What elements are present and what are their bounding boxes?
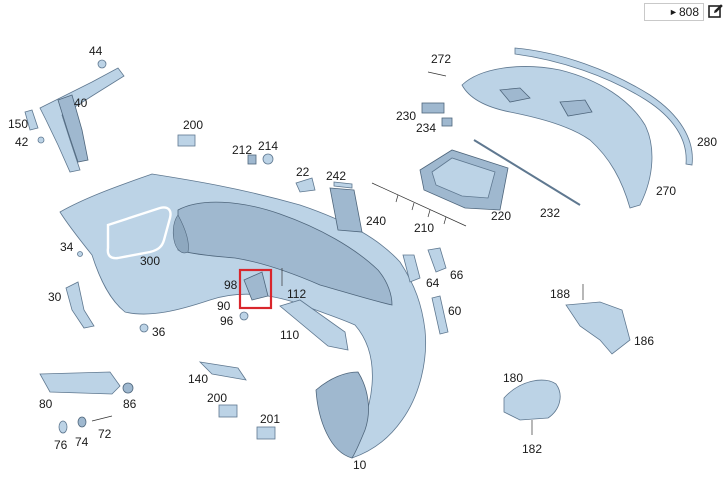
rod-part-232[interactable] [473,139,581,206]
highlight-frame [238,268,273,310]
bracket-part-212[interactable] [247,154,257,165]
clip-part-22[interactable] [295,177,316,193]
label-36[interactable]: 36 [152,325,166,339]
cap-part-201[interactable] [256,426,276,440]
label-210[interactable]: 210 [414,221,434,235]
label-72[interactable]: 72 [98,427,112,441]
label-110[interactable]: 110 [280,328,299,342]
label-90[interactable]: 90 [217,299,231,313]
bracket-part-140[interactable] [198,361,247,381]
pin-part-272[interactable] [427,71,447,77]
label-74[interactable]: 74 [75,435,89,449]
label-201[interactable]: 201 [260,412,280,426]
reference-number: 808 [678,5,699,19]
clip-part-44[interactable] [97,59,107,69]
side-bracket-part-40[interactable] [39,67,125,173]
callout-labels: 44 40 150 42 200 212 214 22 242 240 272 … [8,44,717,472]
diffuser-part-270[interactable] [461,66,653,209]
carrier-part-220[interactable] [419,149,509,211]
bracket-part-66[interactable] [427,247,447,273]
label-234[interactable]: 234 [416,121,436,135]
screw-part-42[interactable] [37,136,45,144]
label-44[interactable]: 44 [89,44,103,58]
clip-part-234[interactable] [441,117,453,127]
housing-part-180[interactable] [503,379,561,421]
clip-part-34[interactable] [77,251,83,257]
label-42[interactable]: 42 [15,135,29,149]
label-64[interactable]: 64 [426,276,440,290]
label-30[interactable]: 30 [48,290,62,304]
bumper-cover-part[interactable] [59,173,426,459]
screw-part-96[interactable] [239,311,249,321]
label-182[interactable]: 182 [522,442,542,456]
label-40[interactable]: 40 [74,96,88,110]
label-214[interactable]: 214 [258,139,278,153]
label-212[interactable]: 212 [232,143,252,157]
label-272[interactable]: 272 [431,52,451,66]
module-part-98[interactable] [243,271,269,301]
washer-part-76[interactable] [58,420,68,434]
label-188[interactable]: 188 [550,287,570,301]
label-230[interactable]: 230 [396,109,416,123]
label-270[interactable]: 270 [656,184,676,198]
clip-part-150[interactable] [24,109,39,131]
reference-link-808[interactable]: ► 808 [644,3,704,21]
label-86[interactable]: 86 [123,397,137,411]
label-200-upper[interactable]: 200 [183,118,203,132]
label-80[interactable]: 80 [39,397,53,411]
bolt-part-72[interactable] [91,415,113,422]
label-60[interactable]: 60 [448,304,462,318]
label-76[interactable]: 76 [54,438,68,452]
cap-part-200-lower[interactable] [218,404,238,418]
label-242[interactable]: 242 [326,169,346,183]
bolt-part-242[interactable] [333,181,353,189]
label-140[interactable]: 140 [188,372,208,386]
label-66[interactable]: 66 [450,268,464,282]
strip-part-60[interactable] [431,295,449,335]
label-34[interactable]: 34 [60,240,74,254]
label-232[interactable]: 232 [540,206,560,220]
cap-part-86[interactable] [122,382,134,394]
sensor-part-230[interactable] [421,102,445,114]
label-300[interactable]: 300 [140,254,160,268]
trim-part-110[interactable] [279,299,349,351]
label-150[interactable]: 150 [8,117,28,131]
label-22[interactable]: 22 [296,165,310,179]
label-112[interactable]: 112 [287,287,306,301]
bracket-part-64[interactable] [402,254,421,283]
nut-part-36[interactable] [139,323,149,333]
bracket-part-30[interactable] [65,281,95,329]
label-98[interactable]: 98 [224,278,238,292]
edit-icon[interactable] [708,3,724,19]
cap-part-200-upper[interactable] [177,134,196,147]
bracket-part-80[interactable] [39,371,121,395]
label-180[interactable]: 180 [503,371,523,385]
bracket-part-186[interactable] [565,301,631,355]
cable-part-210[interactable] [371,182,467,227]
label-186[interactable]: 186 [634,334,654,348]
label-240[interactable]: 240 [366,214,386,228]
label-200-lower[interactable]: 200 [207,391,227,405]
trim-strip-part-280[interactable] [514,47,693,166]
reference-arrow-icon: ► [669,7,678,17]
label-10[interactable]: 10 [353,458,367,472]
ring-part-214[interactable] [262,153,274,165]
label-280[interactable]: 280 [697,135,717,149]
label-220[interactable]: 220 [491,209,511,223]
nut-part-74[interactable] [77,416,87,428]
grille-part-240[interactable] [329,187,363,233]
label-96[interactable]: 96 [220,314,234,328]
